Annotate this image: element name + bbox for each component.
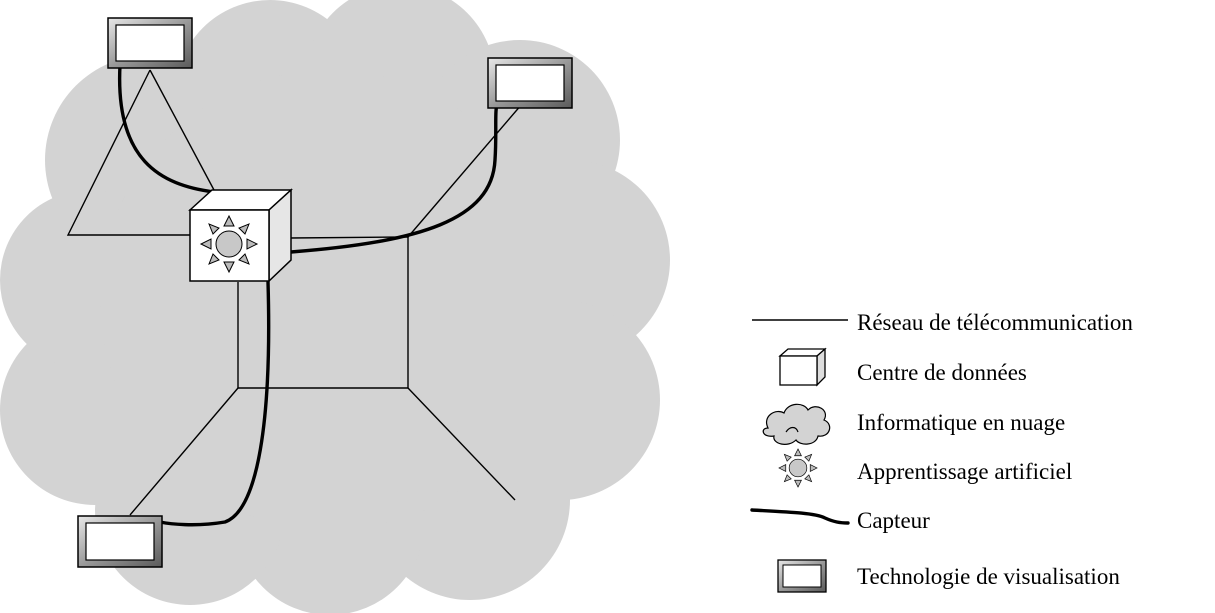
thick-curve-icon <box>750 508 850 525</box>
display-top-right <box>487 57 573 109</box>
legend-item-ai: Apprentissage artificiel <box>778 448 1072 488</box>
data-center-cube <box>188 188 293 283</box>
legend: Réseau de télécommunication Centre de do… <box>750 310 1133 593</box>
display-top-left <box>107 17 193 69</box>
telecom-network-lines <box>66 69 523 516</box>
cloud-icon <box>762 403 831 445</box>
legend-item-data-center: Centre de données <box>778 347 1027 387</box>
legend-item-telecom: Réseau de télécommunication <box>752 310 1133 335</box>
ai-sun-icon <box>200 215 258 273</box>
cube-icon <box>778 347 827 387</box>
legend-label: Apprentissage artificiel <box>857 459 1072 484</box>
legend-label: Informatique en nuage <box>857 410 1065 435</box>
legend-label: Réseau de télécommunication <box>857 310 1133 335</box>
sun-icon <box>778 448 818 488</box>
display-icon <box>777 559 827 593</box>
legend-item-cloud: Informatique en nuage <box>762 403 1065 445</box>
display-bottom-left <box>77 515 163 568</box>
legend-item-sensor: Capteur <box>750 508 930 533</box>
legend-item-display: Technologie de visualisation <box>777 559 1120 593</box>
legend-label: Centre de données <box>857 360 1027 385</box>
legend-label: Capteur <box>857 508 930 533</box>
legend-label: Technologie de visualisation <box>857 564 1120 589</box>
sensor-cables <box>117 63 500 527</box>
